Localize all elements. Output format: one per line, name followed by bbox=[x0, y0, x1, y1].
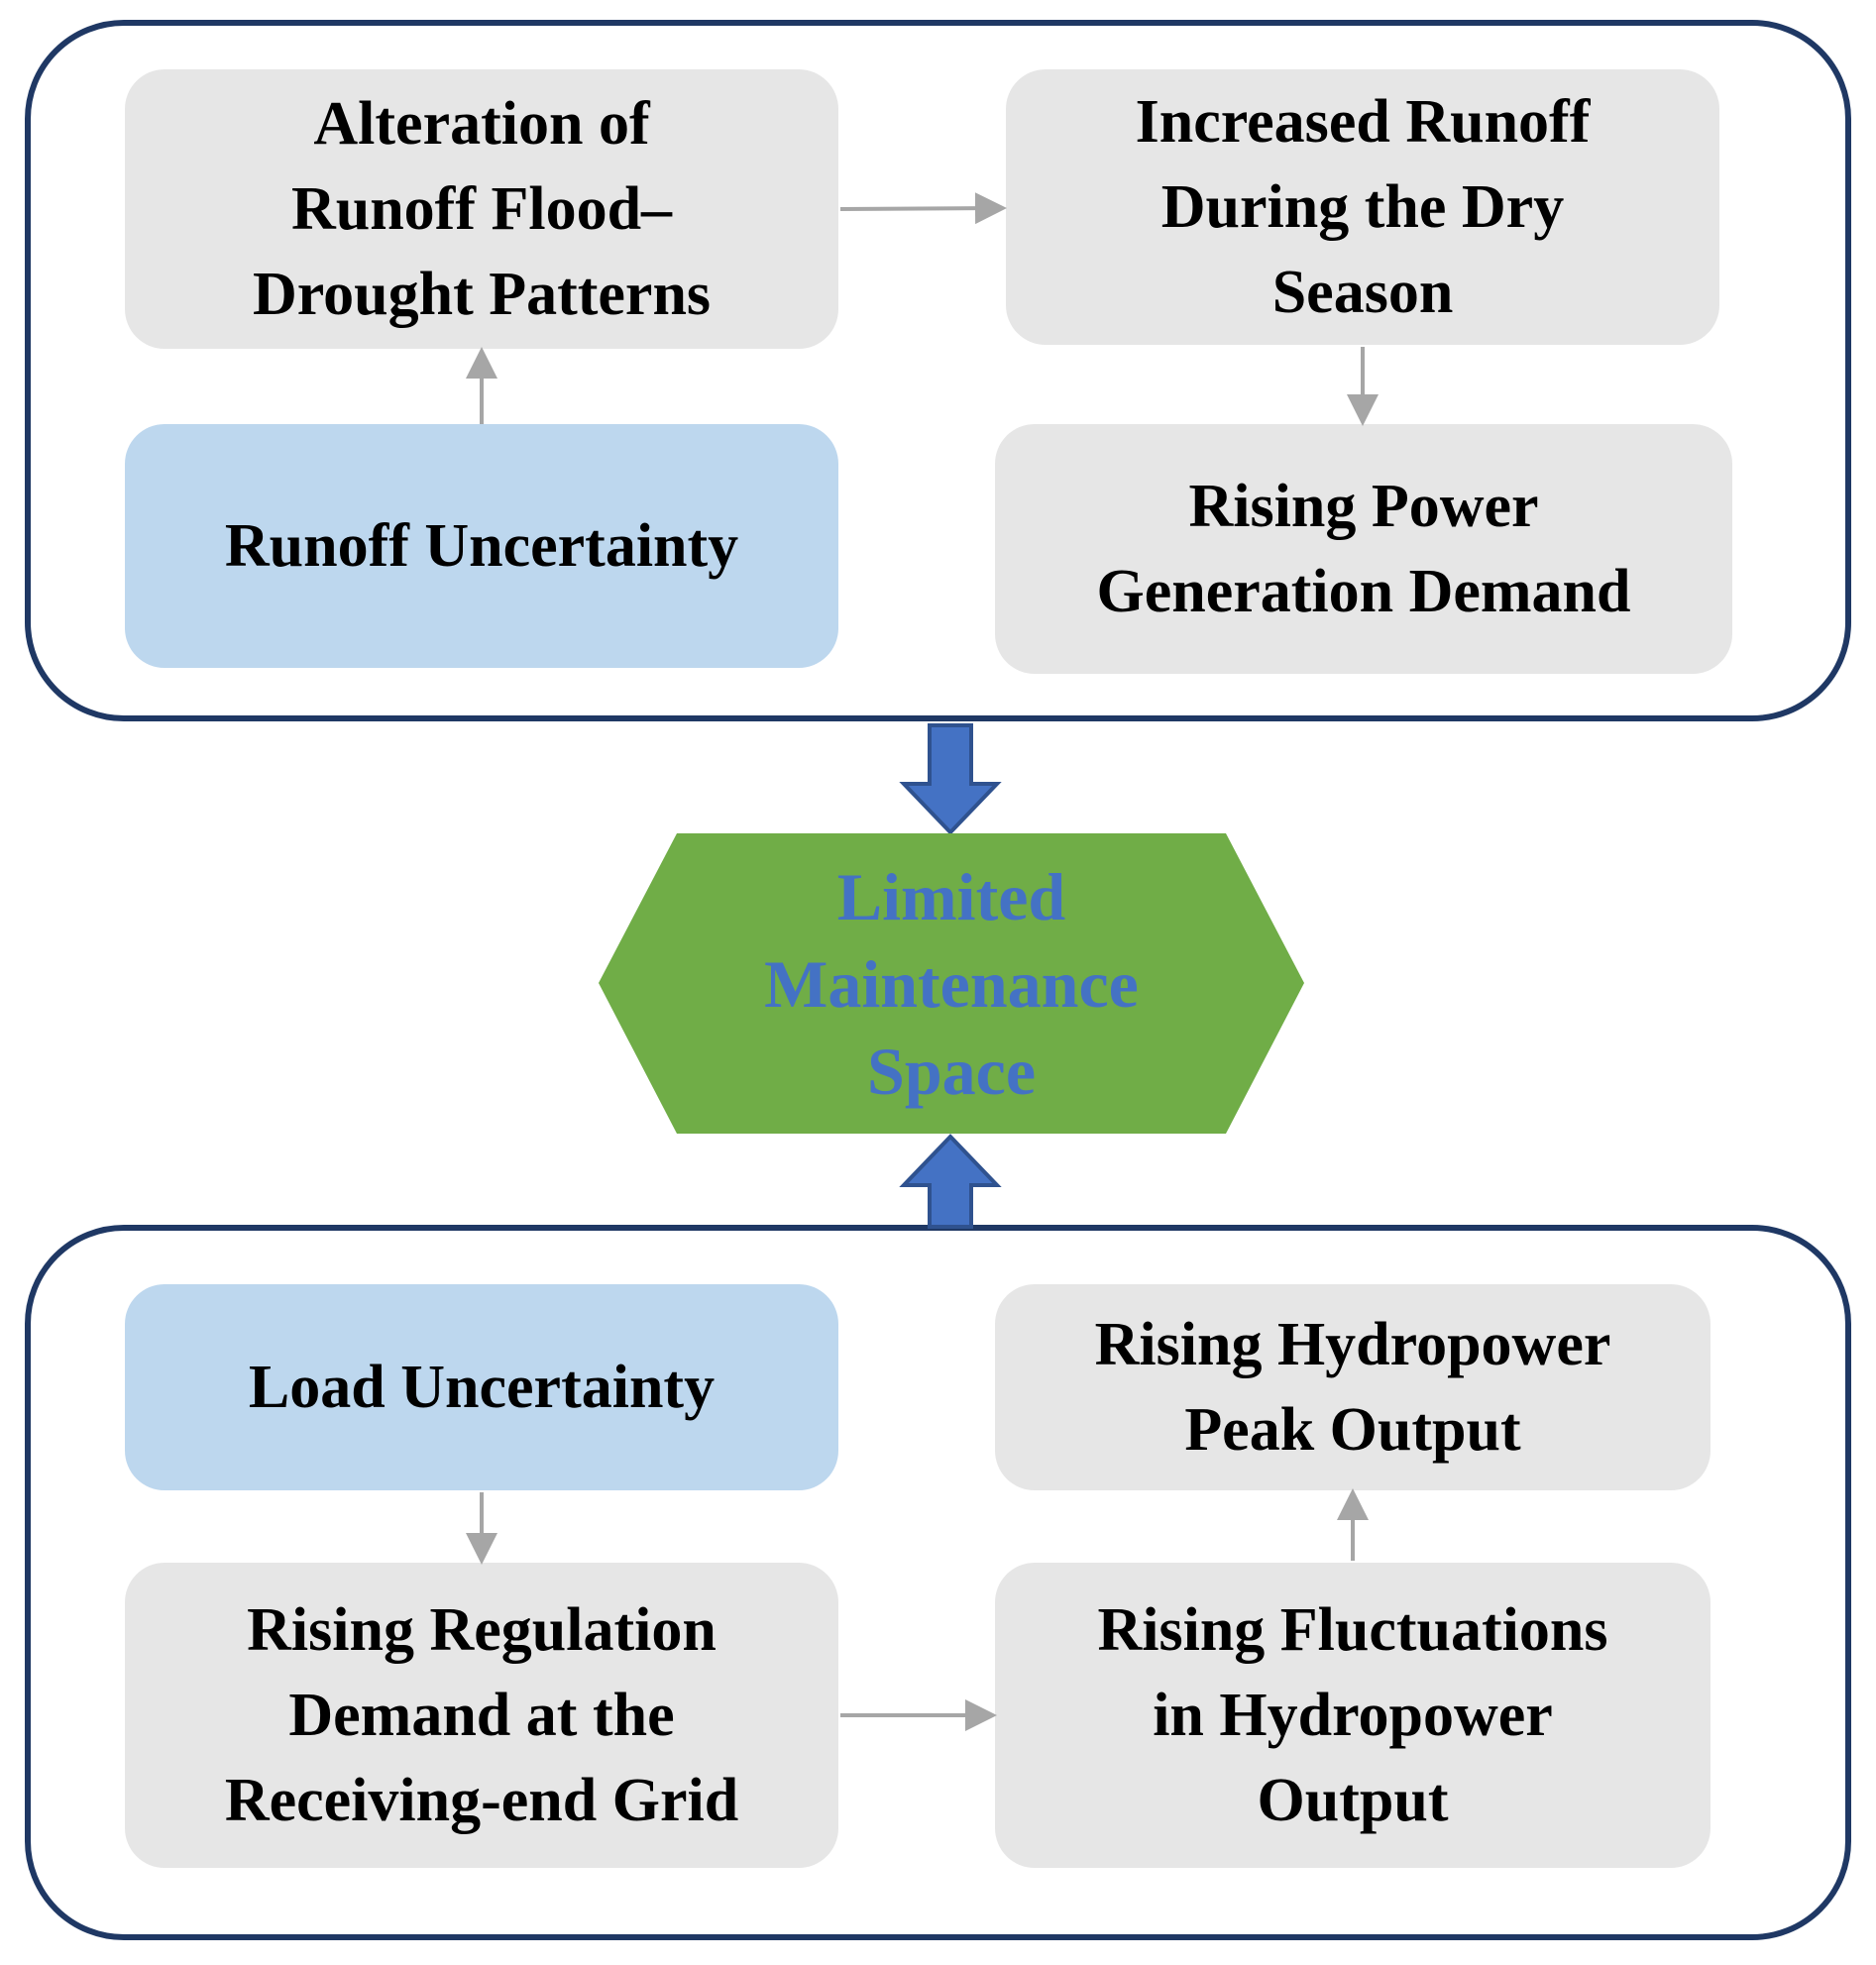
limited-maintenance-space-label: Limited Maintenance Space bbox=[764, 858, 1139, 1109]
arrow-alteration-to-increased-runoff bbox=[839, 192, 1007, 225]
big-arrow-down bbox=[899, 723, 1002, 835]
limited-maintenance-space-hexagon bbox=[599, 833, 1304, 1134]
rising-power-generation-demand-box: Rising Power Generation Demand bbox=[995, 424, 1732, 674]
rising-regulation-demand-box: Rising Regulation Demand at the Receivin… bbox=[125, 1563, 838, 1868]
rising-fluctuations-box: Rising Fluctuations in Hydropower Output bbox=[995, 1563, 1710, 1868]
alteration-of-runoff-patterns-box: Alteration of Runoff Flood– Drought Patt… bbox=[125, 69, 838, 349]
increased-dry-season-runoff-box: Increased Runoff During the Dry Season bbox=[1006, 69, 1719, 345]
load-uncertainty-box: Load Uncertainty bbox=[125, 1284, 838, 1490]
big-arrow-up bbox=[899, 1134, 1002, 1229]
runoff-uncertainty-box: Runoff Uncertainty bbox=[125, 424, 838, 668]
rising-hydropower-peak-output-box: Rising Hydropower Peak Output bbox=[995, 1284, 1710, 1490]
